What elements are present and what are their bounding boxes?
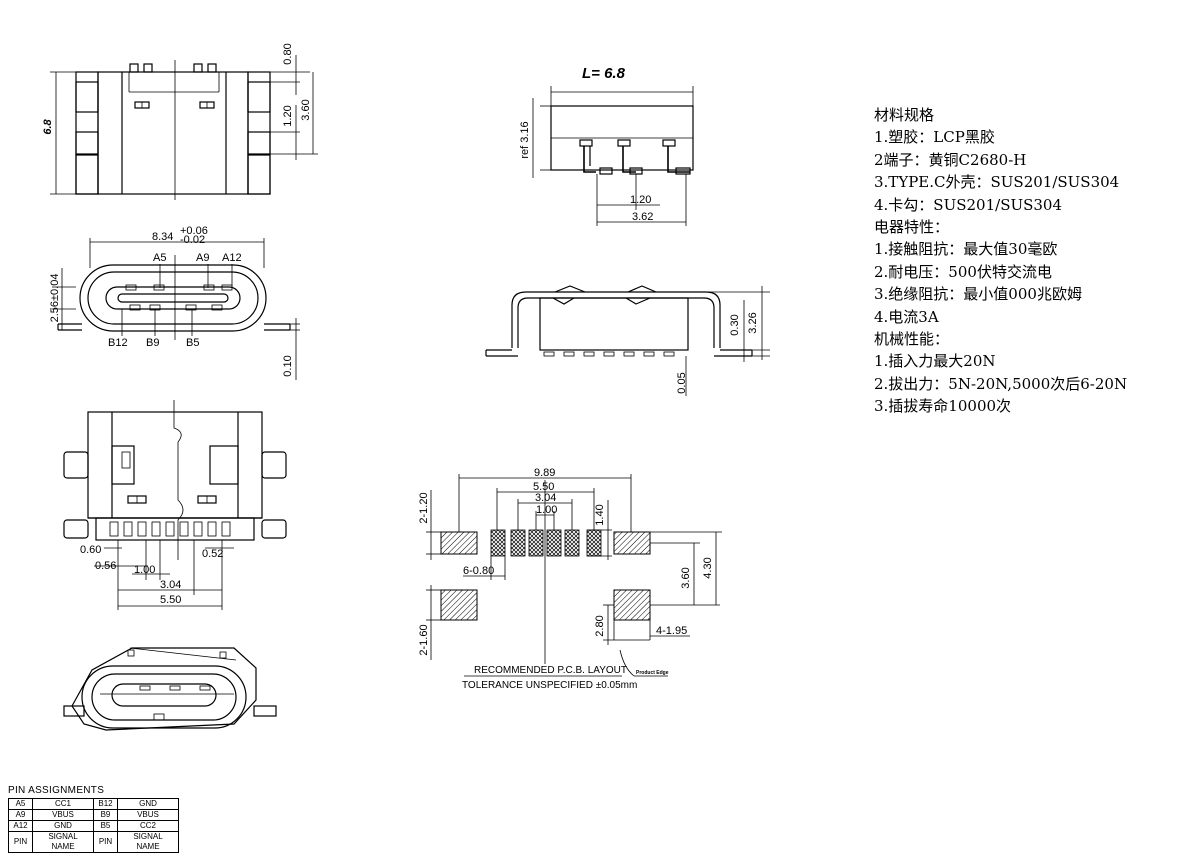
- pcb-dim-left-top: 2-1.20: [418, 492, 430, 523]
- pcb-dim-304: 3.04: [535, 492, 556, 504]
- table-cell: PIN: [8, 831, 33, 853]
- spec-line: 3.TYPE.C外壳：SUS201/SUS304: [874, 173, 1120, 192]
- spec-line: 电器特性：: [874, 218, 950, 237]
- bottom-dim-304: 3.04: [160, 579, 181, 591]
- pin-label-a12: A12: [222, 252, 242, 264]
- pcb-dim-280: 2.80: [594, 615, 606, 636]
- side-pin-span: 3.62: [632, 211, 653, 223]
- table-cell: A9: [8, 809, 33, 821]
- pin-label-a9: A9: [196, 252, 209, 264]
- pcb-dim-pad-count: 6-0.80: [463, 565, 494, 577]
- bottom-dim-052: 0.52: [202, 548, 223, 560]
- table-cell: B12: [93, 798, 118, 810]
- bottom-view: 0.60 0.56 1.00 0.52 3.04 5.50: [63, 400, 287, 610]
- pin-label-b5: B5: [186, 337, 199, 349]
- spec-line: 1.插入力最大20N: [874, 352, 996, 371]
- pcb-signal-pads: [490, 529, 602, 557]
- table-cell: SIGNAL NAME: [117, 831, 179, 853]
- pcb-dim-550: 5.50: [533, 481, 554, 493]
- bottom-dim-550: 5.50: [160, 594, 181, 606]
- spec-line: 4.卡勾：SUS201/SUS304: [874, 195, 1063, 214]
- spec-line: 2端子：黄铜C2680-H: [874, 150, 1027, 169]
- table-cell: VBUS: [117, 809, 179, 821]
- table-cell: VBUS: [32, 809, 94, 821]
- iso-view: [63, 647, 277, 731]
- table-cell: GND: [32, 820, 94, 832]
- end-dim-030: 0.30: [729, 314, 741, 335]
- pcb-title: RECOMMENDED P.C.B. LAYOUT: [474, 665, 627, 676]
- end-dim-005: 0.05: [676, 372, 688, 393]
- table-row: PIN SIGNAL NAME PIN SIGNAL NAME: [8, 831, 179, 853]
- table-cell: B5: [93, 820, 118, 832]
- table-cell: PIN: [93, 831, 118, 853]
- pcb-dim-left-bottom: 2-1.60: [418, 624, 430, 655]
- table-row: A9 VBUS B9 VBUS: [8, 809, 179, 821]
- side-pin-pitch: 1.20: [630, 194, 651, 206]
- table-row: A5 CC1 B12 GND: [8, 798, 179, 810]
- front-width-dim: 8.34: [152, 231, 173, 243]
- side-length-label: L= 6.8: [582, 65, 626, 82]
- spec-line: 3.绝缘阻抗：最小值000兆欧姆: [874, 285, 1082, 304]
- pcb-edge-label: Product Edge: [636, 670, 669, 676]
- spec-line: 材料规格: [874, 106, 935, 124]
- side-view: L= 6.8 ref 3.16 1.20 3.62: [519, 65, 694, 226]
- pin-label-b9: B9: [146, 337, 159, 349]
- spec-line: 4.电流3A: [874, 307, 939, 326]
- top-dim-c: 3.60: [300, 99, 312, 120]
- table-cell: CC1: [32, 798, 94, 810]
- bottom-dim-060: 0.60: [80, 544, 101, 556]
- pin-label-a5: A5: [153, 252, 166, 264]
- front-tail-dim: 0.10: [282, 355, 294, 376]
- spec-line: 机械性能：: [874, 330, 950, 349]
- top-dim-b: 1.20: [282, 105, 294, 126]
- pin-table: A5 CC1 B12 GND A9 VBUS B9 VBUS A12 GND B…: [8, 798, 179, 853]
- side-ref-dim: ref 3.16: [519, 121, 531, 158]
- spec-line: 2.耐电压：500伏特交流电: [874, 262, 1052, 281]
- end-view: 0.30 3.26 0.05: [485, 285, 770, 396]
- spec-notes: 材料规格 1.塑胶：LCP黑胶 2端子：黄铜C2680-H 3.TYPE.C外壳…: [874, 104, 1174, 418]
- pin-label-b12: B12: [108, 337, 128, 349]
- pcb-layout: 9.89 5.50 3.04 1.00 1.40 2-1.20 6-0.80 3…: [418, 467, 722, 691]
- spec-line: 1.接触阻抗：最大值30毫欧: [874, 240, 1058, 259]
- pcb-dim-140: 1.40: [594, 504, 606, 525]
- top-view: 6.8 0.80 1.20 3.60: [42, 43, 318, 200]
- pcb-dim-pad-right: 4-1.95: [656, 625, 687, 637]
- table-row: A12 GND B5 CC2: [8, 820, 179, 832]
- pcb-dim-100: 1.00: [536, 504, 557, 516]
- pcb-dim-989: 9.89: [534, 467, 555, 479]
- spec-line: 3.插拔寿命10000次: [874, 397, 1012, 416]
- table-cell: B9: [93, 809, 118, 821]
- pcb-pad-left-bottom: [440, 589, 478, 621]
- end-dim-326: 3.26: [747, 312, 759, 333]
- front-width-tol-plus: +0.06: [180, 225, 208, 237]
- pin-assignments: PIN ASSIGNMENTS A5 CC1 B12 GND A9 VBUS B…: [8, 785, 179, 853]
- table-cell: SIGNAL NAME: [32, 831, 94, 853]
- pcb-pad-left-top: [440, 531, 478, 555]
- pcb-pad-right-top: [613, 531, 651, 555]
- top-dim-a: 0.80: [282, 43, 294, 64]
- end-view-pins: [543, 351, 675, 357]
- spec-line: 2.拔出力：5N-20N,5000次后6-20N: [874, 374, 1128, 393]
- table-cell: CC2: [117, 820, 179, 832]
- pcb-dim-430: 4.30: [702, 557, 714, 578]
- bottom-pins: [109, 521, 231, 537]
- pcb-pad-right-bottom: [613, 589, 651, 621]
- pcb-dim-360: 3.60: [680, 567, 692, 588]
- front-width-tol-minus: -0.02: [180, 234, 205, 246]
- front-height-dim: 2.56±0.04: [49, 274, 61, 323]
- table-cell: GND: [117, 798, 179, 810]
- table-cell: A5: [8, 798, 33, 810]
- pcb-tolerance: TOLERANCE UNSPECIFIED ±0.05mm: [462, 680, 637, 691]
- front-view: 8.34 +0.06 -0.02 A5 A9 A12 B12 B9 B5 2.5…: [49, 225, 300, 380]
- spec-line: 1.塑胶：LCP黑胶: [874, 128, 995, 147]
- table-cell: A12: [8, 820, 33, 832]
- top-height-dim: 6.8: [42, 118, 54, 134]
- pin-table-caption: PIN ASSIGNMENTS: [8, 785, 105, 796]
- bottom-dim-100: 1.00: [134, 564, 155, 576]
- bottom-dim-056: 0.56: [95, 560, 116, 572]
